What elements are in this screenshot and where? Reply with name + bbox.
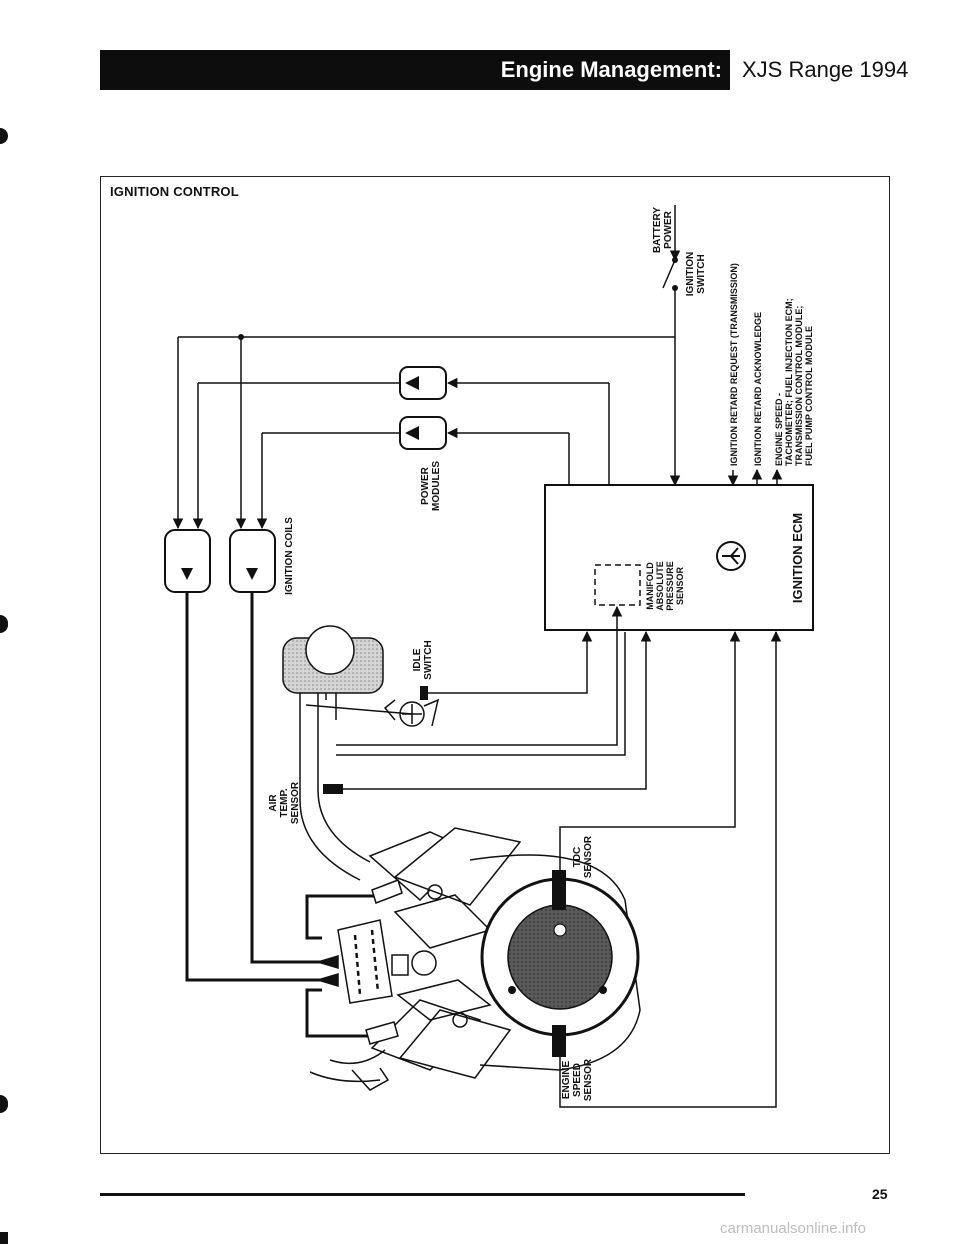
ignition-coils-label: IGNITION COILS	[284, 517, 295, 595]
retard-request-label: IGNITION RETARD REQUEST (TRANSMISSION)	[729, 263, 739, 466]
air-temp-sensor-block	[323, 784, 343, 794]
power-module-wiring	[192, 377, 610, 530]
ignition-coil-right	[229, 529, 276, 593]
ecm-external-signals	[727, 468, 783, 487]
distributor	[315, 919, 409, 1004]
spark-plugs	[365, 879, 403, 1045]
tdc-sensor-label: TDC SENSOR	[572, 835, 594, 878]
watermark: carmanualsonline.info	[720, 1220, 866, 1237]
idle-switch-label: IDLE SWITCH	[412, 640, 434, 679]
svg-text:POWER: POWER	[663, 210, 674, 249]
svg-text:IGNITION RETARD REQUEST (TRANS: IGNITION RETARD REQUEST (TRANSMISSION)	[729, 263, 739, 466]
ignition-coil-left	[164, 529, 211, 593]
svg-text:IGNITION RETARD ACKNOWLEDGE: IGNITION RETARD ACKNOWLEDGE	[753, 312, 763, 466]
page-number: 25	[872, 1186, 888, 1202]
svg-text:TEMP.: TEMP.	[279, 788, 290, 817]
header-bar	[100, 50, 730, 90]
svg-text:IGNITION COILS: IGNITION COILS	[284, 517, 295, 595]
svg-text:MANIFOLD: MANIFOLD	[645, 562, 655, 610]
section-title: IGNITION CONTROL	[110, 184, 239, 199]
engine-speed-sensor-block	[552, 1025, 566, 1057]
svg-text:SENSOR: SENSOR	[290, 781, 301, 824]
engine-speed-sensor-label: ENGINE SPEED SENSOR	[561, 1058, 594, 1101]
svg-text:TDC: TDC	[572, 847, 583, 868]
svg-text:BATTERY: BATTERY	[652, 207, 663, 253]
header-title: Engine Management: V12	[500, 57, 722, 112]
header-subtitle: XJS Range 1994	[742, 57, 909, 82]
svg-text:FUEL PUMP CONTROL MODULE: FUEL PUMP CONTROL MODULE	[804, 326, 814, 466]
svg-text:ENGINE: ENGINE	[561, 1061, 572, 1100]
svg-text:SPEED: SPEED	[572, 1063, 583, 1097]
binding-mark-top	[0, 128, 8, 144]
junction-dot	[238, 334, 244, 340]
map-sensor-label: MANIFOLD ABSOLUTE PRESSURE SENSOR	[645, 561, 685, 611]
throttle-valve	[305, 698, 440, 727]
ecm-clock-icon	[716, 541, 746, 571]
air-temp-sensor-label: AIR TEMP. SENSOR	[268, 781, 301, 824]
air-intake	[282, 625, 384, 881]
engine-block	[309, 827, 641, 1091]
svg-text:SWITCH: SWITCH	[696, 254, 707, 293]
diagram-frame	[100, 176, 890, 1154]
power-module-upper	[399, 366, 447, 400]
power-module-lower	[399, 416, 447, 450]
ignition-switch-contact-top	[672, 257, 678, 263]
binding-mark-lower	[0, 1095, 8, 1113]
ignition-ecm-label: IGNITION ECM	[790, 513, 805, 603]
svg-text:PRESSURE: PRESSURE	[665, 561, 675, 611]
svg-text:POWER: POWER	[420, 466, 431, 505]
svg-text:SENSOR: SENSOR	[583, 1058, 594, 1101]
idle-switch-block	[420, 686, 428, 700]
tdc-sensor-block	[552, 870, 566, 910]
binding-mark-middle	[0, 615, 8, 633]
svg-text:IGNITION: IGNITION	[685, 252, 696, 296]
battery-feed	[172, 205, 681, 530]
svg-text:SWITCH: SWITCH	[423, 640, 434, 679]
svg-text:TRANSMISSION CONTROL MODULE;: TRANSMISSION CONTROL MODULE;	[794, 306, 804, 466]
svg-text:TACHOMETER; FUEL INJECTION ECM: TACHOMETER; FUEL INJECTION ECM;	[784, 298, 794, 466]
svg-text:IGNITION ECM: IGNITION ECM	[790, 513, 805, 603]
binding-mark-bottom	[0, 1232, 8, 1244]
svg-text:AIR: AIR	[268, 794, 279, 812]
battery-power-label: BATTERY POWER	[652, 207, 674, 253]
map-sensor-outline	[594, 564, 641, 606]
ignition-ecm	[544, 484, 814, 631]
ignition-switch-contact-bottom	[672, 285, 678, 291]
crank-pulley	[480, 870, 640, 1057]
footer-rule	[100, 1193, 745, 1196]
power-modules-label: POWER MODULES	[420, 461, 442, 511]
sensor-wiring	[336, 605, 782, 1108]
svg-text:IDLE: IDLE	[412, 648, 423, 671]
engine-speed-output-label: ENGINE SPEED - TACHOMETER; FUEL INJECTIO…	[774, 298, 814, 466]
svg-text:SENSOR: SENSOR	[583, 835, 594, 878]
svg-text:SENSOR: SENSOR	[675, 566, 685, 605]
svg-text:ENGINE SPEED -: ENGINE SPEED -	[774, 393, 784, 466]
ignition-switch-label: IGNITION SWITCH	[685, 252, 707, 296]
ht-leads	[185, 592, 375, 1038]
retard-ack-label: IGNITION RETARD ACKNOWLEDGE	[753, 312, 763, 466]
svg-text:ABSOLUTE: ABSOLUTE	[655, 561, 665, 611]
svg-text:MODULES: MODULES	[431, 461, 442, 511]
